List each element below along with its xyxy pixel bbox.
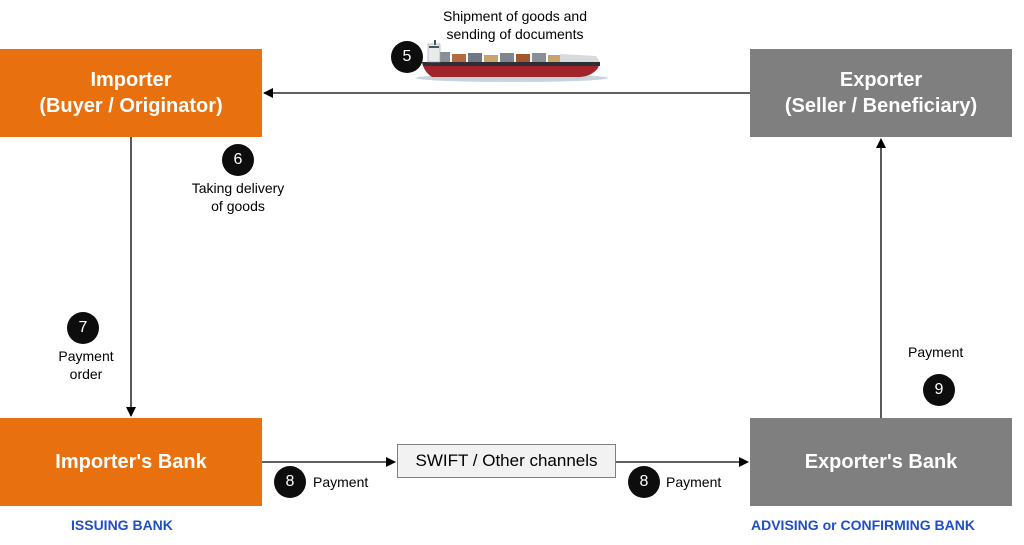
exporter-title: Exporter [839,69,923,91]
step-8-left-caption: Payment [313,474,369,490]
importer-bank-label: Importer's Bank [55,451,207,473]
advising-bank-label: ADVISING or CONFIRMING BANK [751,517,975,533]
step-7-badge: 7 [67,312,99,344]
importer-bank-box: Importer's Bank [0,418,262,506]
step-7-caption-line2: order [69,366,103,382]
swift-label: SWIFT / Other channels [415,451,598,470]
exporter-box: Exporter (Seller / Beneficiary) [750,49,1012,137]
step-8-left-badge: 8 [274,466,306,498]
step-5-badge: 5 [391,41,423,73]
step-8-right-badge: 8 [628,466,660,498]
importer-title: Importer [90,69,172,91]
issuing-bank-label: ISSUING BANK [71,517,173,533]
step-7-caption-line1: Payment [58,348,114,364]
step-6-caption-line1: Taking delivery [191,180,285,196]
step-6-badge: 6 [222,144,254,176]
cargo-ship-icon [416,40,608,82]
step-5-caption-line1: Shipment of goods and [443,8,587,24]
step-8-right-caption: Payment [666,474,722,490]
step-9-badge: 9 [923,374,955,406]
swift-channel-box: SWIFT / Other channels [397,444,616,478]
step-9-caption: Payment [908,344,964,360]
importer-subtitle: (Buyer / Originator) [39,95,223,117]
exporter-bank-box: Exporter's Bank [750,418,1012,506]
step-7-caption: Payment order [41,347,131,383]
importer-box: Importer (Buyer / Originator) [0,49,262,137]
step-5-caption: Shipment of goods and sending of documen… [420,7,610,43]
exporter-subtitle: (Seller / Beneficiary) [784,95,978,117]
step-6-caption-line2: of goods [211,198,265,214]
step-6-caption: Taking delivery of goods [178,179,298,215]
step-5-caption-line2: sending of documents [446,26,584,42]
exporter-bank-label: Exporter's Bank [804,451,958,473]
